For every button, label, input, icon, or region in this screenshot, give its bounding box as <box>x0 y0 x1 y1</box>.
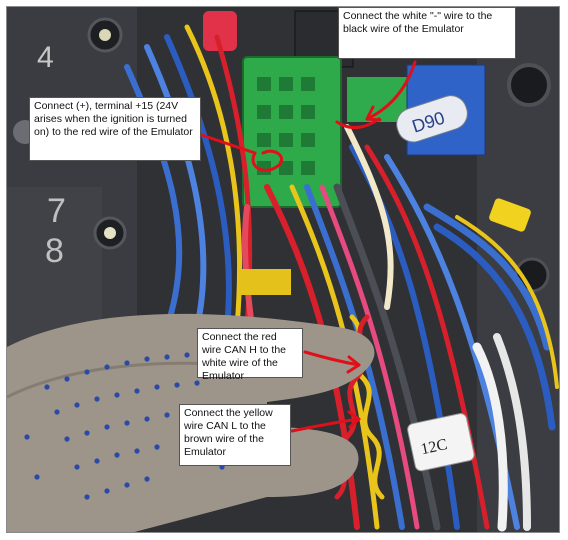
panel-digit-4: 4 <box>37 41 54 74</box>
connector-small-green <box>347 77 407 122</box>
arrow-white-wire <box>365 60 417 121</box>
photo-frame: 4 7 8 D90 <box>6 6 560 533</box>
lamp-mid-left-bulb <box>104 227 116 239</box>
cable-tag-label: 12C <box>419 436 449 458</box>
glove-dots <box>24 352 245 500</box>
arrow-can-l <box>290 417 361 433</box>
arrow-can-h <box>303 350 361 367</box>
callout-can-h: Connect the red wire CAN H to the white … <box>197 328 303 382</box>
callout-terminal-15: Connect (+), terminal +15 (24V arises wh… <box>29 97 201 161</box>
panel-digit-8: 8 <box>45 232 64 270</box>
arrow-plus15 <box>251 149 284 172</box>
cable-tag: 12C <box>407 413 475 472</box>
knob-right <box>507 63 551 107</box>
connector-yellow <box>239 269 291 295</box>
sleeve-pink <box>203 11 237 51</box>
callout-can-l: Connect the yellow wire CAN L to the bro… <box>179 404 291 466</box>
annotation-arrows <box>200 60 417 433</box>
connector-d90: D90 <box>396 95 468 143</box>
lamp-top-left-bulb <box>99 29 111 41</box>
connector-green-pins <box>257 77 315 175</box>
sleeve-yellow <box>489 198 531 232</box>
panel-digit-7: 7 <box>47 192 66 230</box>
callout-white-wire: Connect the white "-" wire to the black … <box>338 7 516 59</box>
